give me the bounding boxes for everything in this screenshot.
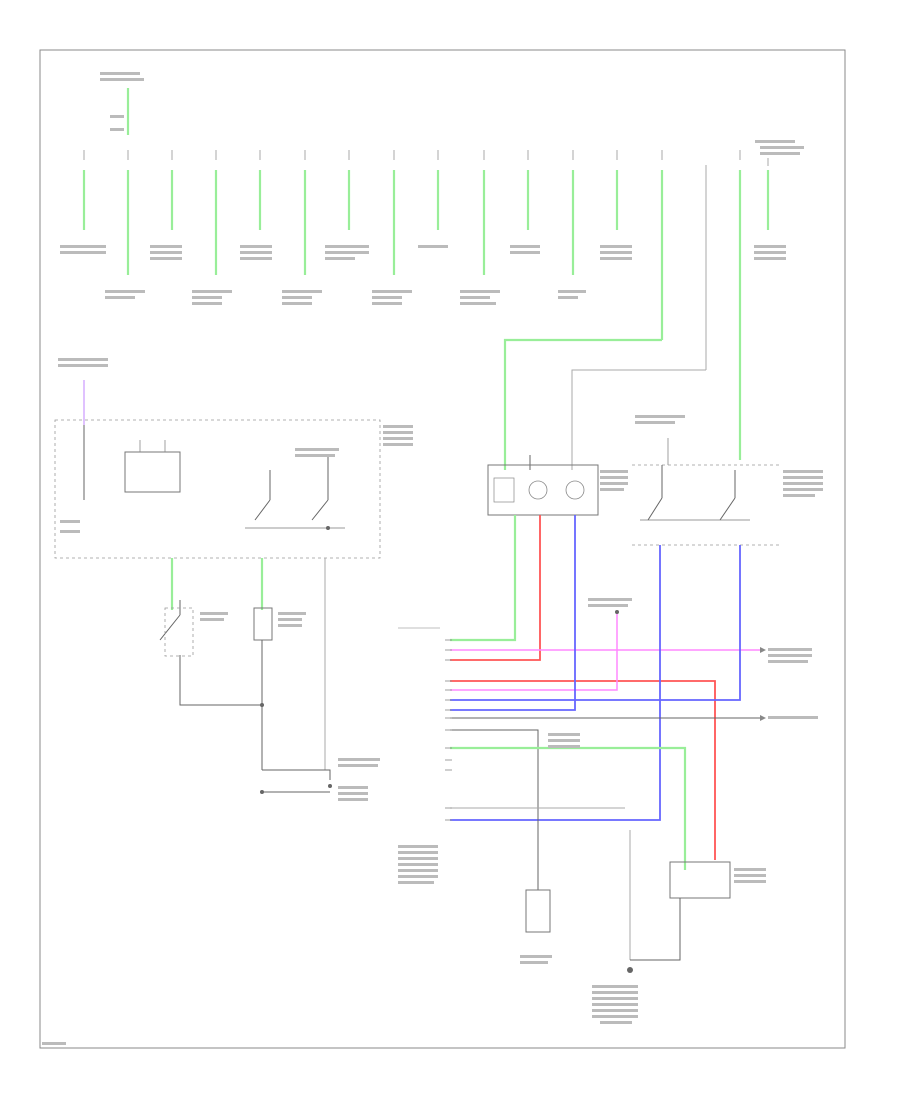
- harness-wire-black-2: [450, 729, 539, 890]
- harness-wire-blue-3: [450, 545, 661, 821]
- left-module: [54, 380, 381, 559]
- harness-wire-blue-2: [450, 545, 741, 701]
- lower-control-unit: [669, 861, 731, 899]
- left-switch: [254, 470, 271, 521]
- lower-sensor-2: [525, 889, 551, 933]
- gauge-module-box: [487, 464, 599, 516]
- ground-dot-left: [260, 790, 264, 794]
- diagram-frame: [39, 49, 846, 1049]
- harness-wire-red-1: [450, 515, 541, 661]
- gauge-left: [528, 480, 548, 500]
- right-module: [632, 438, 780, 546]
- top-fuse-bus: [82, 88, 770, 460]
- harness-wire-green-1: [450, 515, 517, 642]
- gauge-module: [487, 455, 599, 516]
- harness-wire-pink-2: [450, 612, 618, 691]
- lower-components: [525, 861, 731, 973]
- left-module-outline: [54, 419, 381, 559]
- right-switch-1: [647, 465, 663, 521]
- lower-sensor: [253, 607, 273, 641]
- harness-bundle: [398, 515, 766, 960]
- lower-left-switch-box: [164, 607, 194, 657]
- bus-junction-dot: [326, 526, 330, 530]
- harness-wire-blue-1: [450, 515, 576, 711]
- lower-left-return: [179, 655, 262, 706]
- right-switch-2: [719, 470, 736, 521]
- harness-wire-red-2: [450, 680, 716, 860]
- mid-switch: [311, 470, 329, 521]
- lower-left-switch: [159, 600, 181, 641]
- gauge-right: [565, 480, 585, 500]
- harness-wire-green-2: [450, 746, 687, 870]
- faint-labels: [42, 72, 823, 1045]
- bus-wire-b: [571, 369, 706, 470]
- bus-to-relays: [503, 338, 706, 470]
- left-relay-box: [124, 451, 181, 493]
- bus-wire-a: [503, 338, 662, 470]
- left-lower-circuit: [159, 558, 332, 794]
- ground-dot-right: [627, 967, 633, 973]
